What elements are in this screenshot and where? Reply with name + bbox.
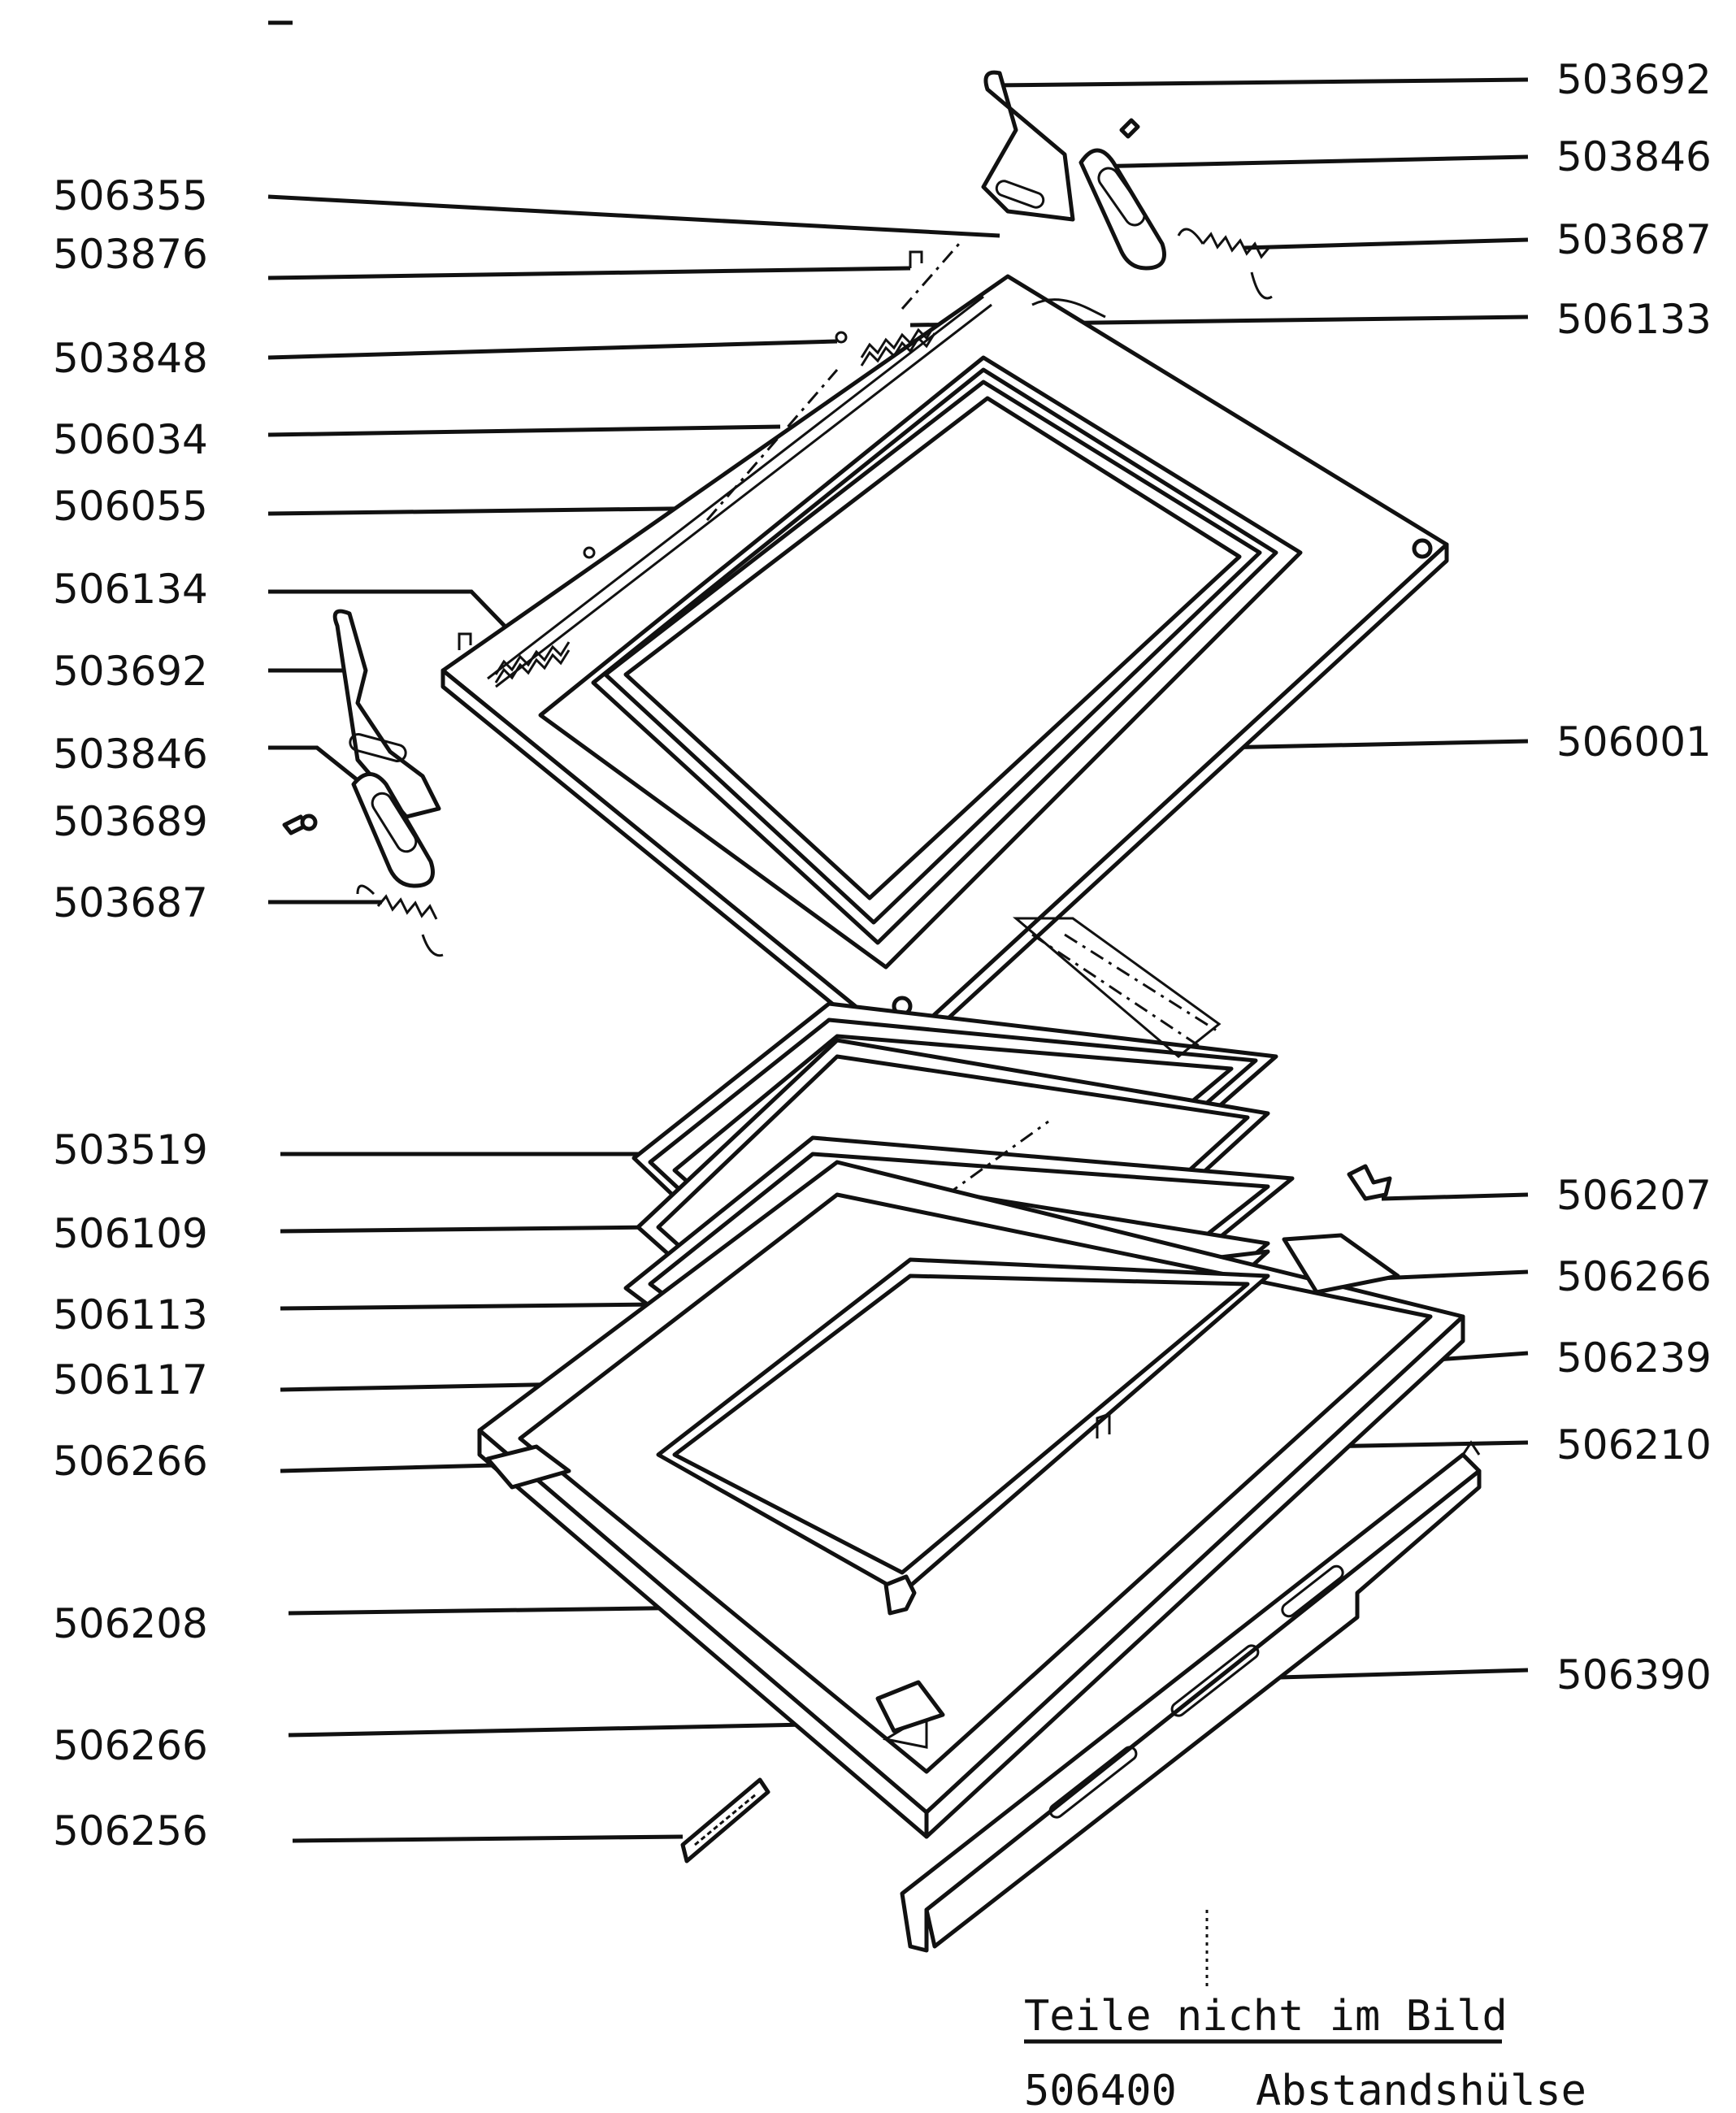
part-label: 506256 bbox=[53, 1807, 208, 1855]
part-label: 506117 bbox=[53, 1356, 208, 1404]
right-hinge-parts bbox=[981, 70, 1273, 300]
part-label: 506208 bbox=[53, 1600, 208, 1647]
part-label: 503848 bbox=[53, 335, 208, 382]
inner-frame-506266 bbox=[485, 1233, 1400, 1733]
pin-503848 bbox=[835, 331, 848, 344]
part-label: 506266 bbox=[1556, 1253, 1712, 1300]
footer-part-number: 506400 bbox=[1024, 2067, 1177, 2113]
spring-506134 bbox=[494, 641, 571, 683]
left-part-numbers: 506355 503876 503848 506034 506055 50613… bbox=[53, 172, 208, 1855]
rail-506390 bbox=[900, 1440, 1482, 1953]
spring-503687-left bbox=[356, 884, 444, 957]
part-label: 503692 bbox=[1556, 56, 1712, 103]
spring-503687-right bbox=[1177, 228, 1273, 300]
part-label: 506355 bbox=[53, 172, 208, 219]
part-label: 506134 bbox=[53, 566, 208, 613]
part-label: 503687 bbox=[53, 879, 208, 926]
part-label: 506266 bbox=[53, 1722, 208, 1769]
door-frame-506001 bbox=[441, 274, 1449, 1063]
footer-heading: Teile nicht im Bild bbox=[1024, 1992, 1508, 2041]
part-label: 503689 bbox=[53, 798, 208, 845]
part-label: 506034 bbox=[53, 416, 208, 463]
hinge-rod-assembly bbox=[458, 243, 992, 688]
hinge-bracket-503692-right bbox=[981, 70, 1075, 222]
spring-506133 bbox=[860, 324, 936, 367]
part-label: 503692 bbox=[53, 648, 208, 695]
spacer-506266-bottom bbox=[875, 1680, 945, 1733]
part-label: 506055 bbox=[53, 483, 208, 530]
hinge-lever-503846-right bbox=[1078, 148, 1166, 271]
part-label: 506266 bbox=[53, 1438, 208, 1485]
right-part-numbers: 503692 503846 503687 506133 506001 50620… bbox=[1556, 56, 1712, 1699]
part-label: 503876 bbox=[53, 231, 208, 278]
clip-503876-bottom bbox=[458, 632, 472, 650]
clip-506210 bbox=[1096, 1412, 1111, 1438]
footer-notes: Teile nicht im Bild 506400 Abstandshülse bbox=[1024, 1992, 1586, 2113]
label-plate-506256 bbox=[680, 1777, 770, 1864]
spacer-506266-right bbox=[1282, 1233, 1400, 1295]
part-label: 506109 bbox=[53, 1210, 208, 1257]
part-label: 503846 bbox=[53, 731, 208, 778]
clip-503876-top bbox=[909, 250, 923, 268]
hinge-bracket-503692-left bbox=[332, 609, 441, 819]
part-label: 503846 bbox=[1556, 133, 1712, 180]
part-label: 506001 bbox=[1556, 718, 1712, 766]
part-label: 506207 bbox=[1556, 1172, 1712, 1219]
clip-506207 bbox=[1347, 1164, 1392, 1201]
footer-part-name: Abstandshülse bbox=[1256, 2067, 1586, 2113]
part-label: 506133 bbox=[1556, 296, 1712, 343]
part-label: 506239 bbox=[1556, 1334, 1712, 1382]
part-label: 506390 bbox=[1556, 1651, 1712, 1699]
left-hinge-parts bbox=[282, 609, 444, 957]
part-label: 503519 bbox=[53, 1126, 208, 1174]
clip-506208 bbox=[883, 1574, 917, 1616]
spacer-506266-left bbox=[485, 1444, 571, 1490]
part-label: 506210 bbox=[1556, 1421, 1712, 1469]
part-label: 503687 bbox=[1556, 216, 1712, 263]
pin-503848-b bbox=[583, 546, 596, 559]
screw-right bbox=[1119, 118, 1140, 139]
part-label: 506113 bbox=[53, 1291, 208, 1339]
